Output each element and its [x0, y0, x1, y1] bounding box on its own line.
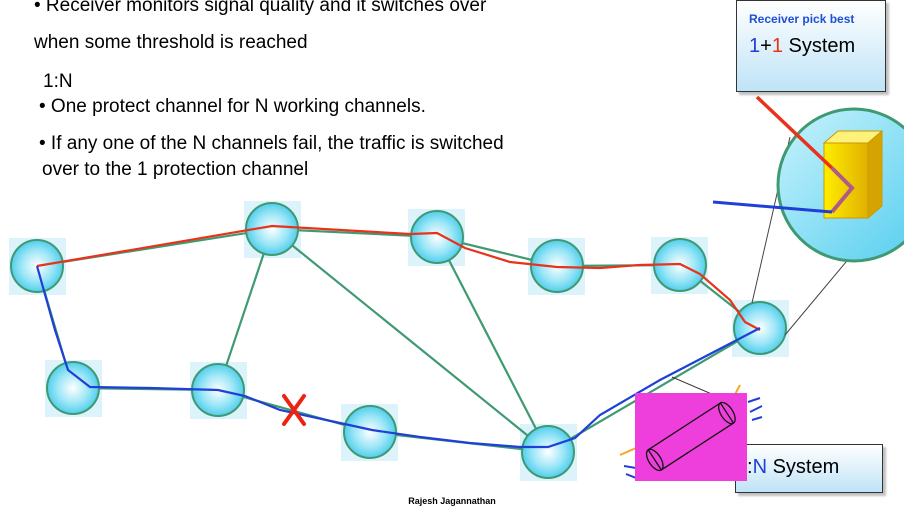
- zoom-red-line: [755, 95, 834, 170]
- box-1plus1-num2: 1: [771, 35, 783, 57]
- protection-path: [35, 265, 761, 449]
- box-1plus1-title: 1+1 System: [749, 35, 855, 58]
- box-1plus1-plus: +: [760, 35, 772, 57]
- box-1toN-prefix: :: [747, 456, 753, 478]
- section-title: 1:N: [43, 71, 73, 92]
- box-1plus1-label: System: [782, 35, 856, 57]
- footer-author: Rajesh Jagannathan: [408, 496, 496, 506]
- node-10: [521, 425, 575, 479]
- text-line-1: • Receiver monitors signal quality and i…: [34, 0, 487, 16]
- node-3: [410, 210, 464, 264]
- receiver-switch-block: [822, 129, 884, 220]
- box-1plus1-system: Receiver pick best 1+1 System: [736, 0, 886, 92]
- text-line-2: when some threshold is reached: [34, 32, 308, 53]
- box-1toN-title: :N System: [747, 456, 839, 479]
- box-1toN-label: System: [767, 456, 840, 478]
- zoom-blue-line: [712, 200, 833, 214]
- node-2: [245, 202, 299, 256]
- bullet-2b: over to the 1 protection channel: [42, 159, 309, 180]
- working-path: [36, 224, 761, 331]
- box-1plus1-num1: 1: [749, 35, 761, 57]
- bullet-1: • One protect channel for N working chan…: [39, 96, 426, 117]
- box-1toN-n: N: [752, 456, 768, 478]
- switch-cylinder-graphic: [619, 376, 763, 481]
- node-9: [343, 405, 397, 459]
- bullet-2a: • If any one of the N channels fail, the…: [39, 133, 504, 154]
- zoom-switch-path: [830, 166, 855, 214]
- failure-x-mark: [282, 394, 306, 426]
- box-1plus1-caption: Receiver pick best: [749, 12, 855, 26]
